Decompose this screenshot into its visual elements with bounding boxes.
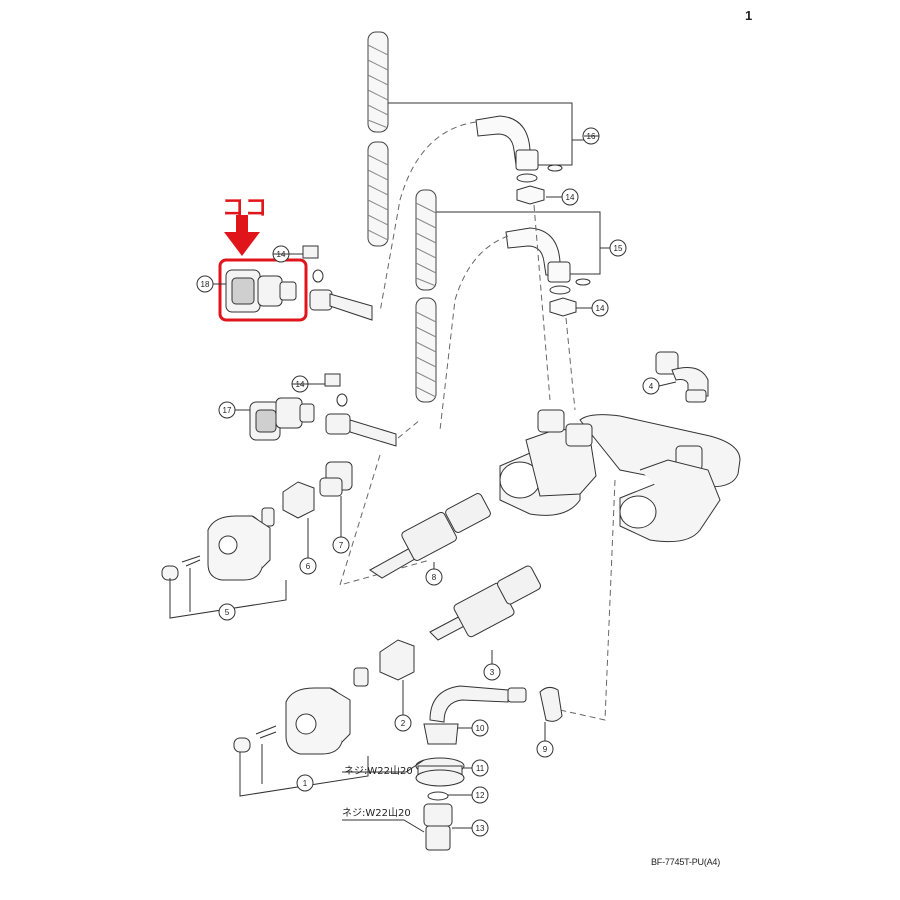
label-2: 2 xyxy=(401,719,406,728)
hose-left xyxy=(367,31,389,247)
stop-valve-17 xyxy=(249,373,397,447)
label-14d: 14 xyxy=(296,380,305,389)
label-9: 9 xyxy=(543,745,548,754)
label-13: 13 xyxy=(476,824,485,833)
document-id: BF-7745T-PU(A4) xyxy=(651,857,721,867)
part-number-text: 16 14 15 14 14 18 14 17 4 5 6 7 8 3 2 9 … xyxy=(201,132,654,833)
label-15: 15 xyxy=(614,244,623,253)
callout-arrow xyxy=(224,215,260,256)
page-number: 1 xyxy=(745,8,753,23)
label-11: 11 xyxy=(476,764,485,773)
label-6: 6 xyxy=(306,562,311,571)
cartridge-3 xyxy=(429,565,541,641)
label-12: 12 xyxy=(476,791,485,800)
stop-valve-18 xyxy=(225,245,373,321)
label-18: 18 xyxy=(201,280,210,289)
label-8: 8 xyxy=(432,573,437,582)
hose-right xyxy=(415,189,437,403)
part-leaders xyxy=(213,135,677,829)
leader-16 xyxy=(388,102,584,166)
label-17: 17 xyxy=(223,406,232,415)
adapter-6 xyxy=(261,481,315,527)
cartridge-8 xyxy=(369,493,491,579)
label-7: 7 xyxy=(339,541,344,550)
callout-text: ココ xyxy=(222,196,269,221)
dashed-guides xyxy=(339,121,616,721)
shower-pipe-10 xyxy=(423,685,527,745)
label-3: 3 xyxy=(490,668,495,677)
label-1: 1 xyxy=(303,779,308,788)
highlight-box xyxy=(218,258,308,322)
label-16: 16 xyxy=(587,132,596,141)
cover-1 xyxy=(233,687,351,755)
leader-thread-2 xyxy=(342,819,425,833)
adapter-7 xyxy=(319,461,353,497)
label-10: 10 xyxy=(476,724,485,733)
cover-5 xyxy=(161,515,271,581)
washer-12 xyxy=(427,791,449,801)
label-4: 4 xyxy=(649,382,654,391)
adapter-13 xyxy=(423,803,453,851)
clip-9 xyxy=(539,686,563,722)
label-14a: 14 xyxy=(566,193,575,202)
elbow-pipe-16 xyxy=(475,115,563,205)
adapter-2 xyxy=(353,639,415,687)
elbow-4 xyxy=(655,351,709,403)
elbow-pipe-15 xyxy=(505,227,591,317)
nut-11 xyxy=(415,757,465,787)
label-14b: 14 xyxy=(596,304,605,313)
thread-label-2: ネジ:W22山20 xyxy=(342,808,411,819)
mixer-body xyxy=(499,409,741,543)
leader-thread-1 xyxy=(342,759,425,773)
label-14c: 14 xyxy=(277,250,286,259)
label-5: 5 xyxy=(225,608,230,617)
thread-label-1: ネジ:W22山20 xyxy=(344,766,413,777)
